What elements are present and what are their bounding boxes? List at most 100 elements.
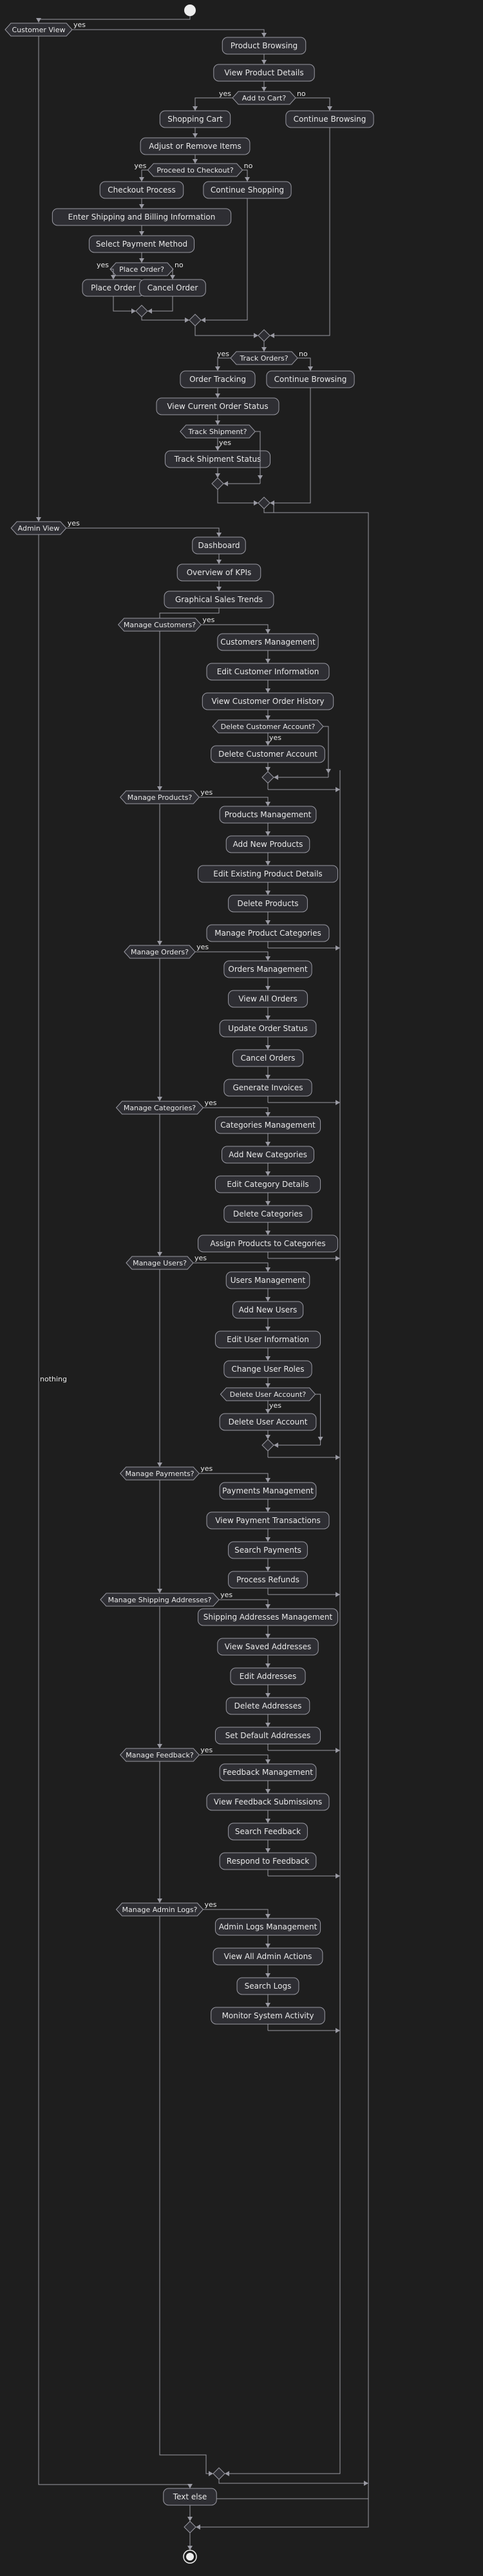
flow-edge [159, 608, 220, 618]
activity-select-payment-method: Select Payment Method [88, 235, 195, 253]
activity-label: Users Management [231, 1276, 306, 1285]
decision-label: Track Orders? [239, 354, 288, 363]
flow-edge [113, 296, 136, 312]
decision-track-shipment: Track Shipment? [180, 424, 256, 439]
arrow-head [265, 1567, 270, 1571]
activity-label: Search Feedback [235, 1827, 301, 1836]
arrow-head [274, 775, 278, 780]
activity-edit-customer-information: Edit Customer Information [206, 663, 330, 681]
flow-edge [270, 502, 274, 513]
arrow-head [157, 1744, 162, 1748]
arrow-head [265, 1634, 270, 1638]
activity-update-order-status: Update Order Status [219, 1019, 317, 1037]
branch-label-yes: yes [73, 21, 86, 29]
activity-label: Payments Management [222, 1486, 314, 1495]
activity-label: Manage Product Categories [214, 929, 321, 938]
arrow-head [245, 177, 250, 182]
branch-label-yes: yes [68, 519, 80, 527]
activity-label: Order Tracking [189, 375, 246, 384]
activity-change-user-roles: Change User Roles [223, 1360, 312, 1378]
activity-view-saved-addresses: View Saved Addresses [217, 1638, 319, 1656]
activity-label: Customers Management [220, 638, 316, 647]
arrow-head [336, 1256, 340, 1261]
arrow-head [265, 802, 270, 806]
arrow-head [265, 1973, 270, 1978]
arrow-head [147, 308, 152, 314]
arrow-head [327, 106, 332, 111]
activity-text-else: Text else [163, 2488, 217, 2506]
arrow-head [139, 177, 144, 182]
flow-edge [147, 296, 173, 312]
arrow-head [265, 1201, 270, 1206]
decision-label: Add to Cart? [242, 94, 287, 102]
activity-view-all-admin-actions: View All Admin Actions [213, 1947, 323, 1965]
activity-label: Graphical Sales Trends [175, 595, 263, 604]
flow-edge [195, 951, 269, 961]
arrow-head [157, 786, 162, 791]
flow-edge [203, 1909, 269, 1918]
arrow-head [215, 473, 220, 478]
arrow-head [265, 1723, 270, 1727]
arrow-head [265, 1478, 270, 1482]
activity-label: Cancel Orders [241, 1054, 296, 1063]
decision-manage-products: Manage Products? [120, 790, 200, 804]
flow-edge [203, 1107, 269, 1117]
activity-label: Assign Products to Categories [210, 1239, 325, 1248]
activity-label: Delete Products [237, 899, 298, 908]
activity-label: View All Admin Actions [224, 1952, 312, 1961]
activity-overview-of-kpis: Overview of KPIs [176, 564, 261, 582]
activity-label: Add New Products [233, 840, 303, 849]
arrow-head [265, 1327, 270, 1331]
arrow-head [215, 366, 220, 371]
activity-order-tracking: Order Tracking [180, 370, 256, 388]
branch-label-yes: yes [202, 616, 214, 624]
arrow-head [196, 2524, 200, 2530]
decision-label: Manage Admin Logs? [122, 1906, 198, 1914]
flow-edge [323, 726, 329, 777]
activity-label: Update Order Status [228, 1024, 307, 1033]
arrow-head [254, 500, 258, 506]
flow-edge [201, 198, 248, 321]
arrow-head [209, 2471, 213, 2476]
arrow-head [336, 1592, 340, 1597]
decision-customer-view: Customer View [5, 23, 73, 37]
branch-label-yes: yes [204, 1900, 216, 1909]
decision-label: Admin View [18, 524, 60, 533]
merge-node [258, 497, 270, 509]
flow-edge [201, 624, 269, 634]
activity-label: Cancel Order [147, 283, 198, 292]
arrow-head [265, 1435, 270, 1439]
decision-label: Manage Payments? [126, 1470, 194, 1478]
branch-label-yes: yes [196, 943, 209, 951]
activity-label: Search Logs [245, 1982, 292, 1991]
activity-enter-shipping-and-billing-information: Enter Shipping and Billing Information [52, 208, 232, 226]
arrow-head [193, 106, 198, 111]
activity-label: Change User Roles [231, 1365, 304, 1374]
activity-label: Respond to Feedback [227, 1857, 309, 1866]
activity-label: View Customer Order History [211, 697, 324, 706]
arrow-head [265, 956, 270, 961]
flow-edge [66, 527, 220, 537]
flow-edge [219, 1599, 269, 1609]
arrow-head [265, 1112, 270, 1117]
activity-label: View All Orders [238, 994, 297, 1003]
arrow-head [261, 33, 267, 37]
arrow-head [265, 1231, 270, 1235]
arrow-head [364, 2481, 368, 2486]
arrow-head [139, 204, 144, 209]
decision-label: Proceed to Checkout? [156, 166, 234, 175]
decision-admin-view: Admin View [10, 521, 67, 535]
arrow-head [265, 741, 270, 746]
activity-label: Add New Users [239, 1305, 298, 1314]
decision-manage-payments: Manage Payments? [120, 1466, 200, 1481]
arrow-head [265, 1789, 270, 1794]
decision-label: Manage Users? [133, 1259, 187, 1267]
activity-label: Delete Customer Account [218, 750, 317, 759]
arrow-head [265, 1848, 270, 1853]
flow-edge [218, 2479, 368, 2484]
activity-label: Categories Management [220, 1121, 316, 1130]
activity-label: Products Management [225, 810, 312, 819]
flow-edge [217, 489, 258, 504]
branch-label-yes: yes [269, 1401, 281, 1410]
decision-label: Manage Categories? [124, 1104, 196, 1112]
